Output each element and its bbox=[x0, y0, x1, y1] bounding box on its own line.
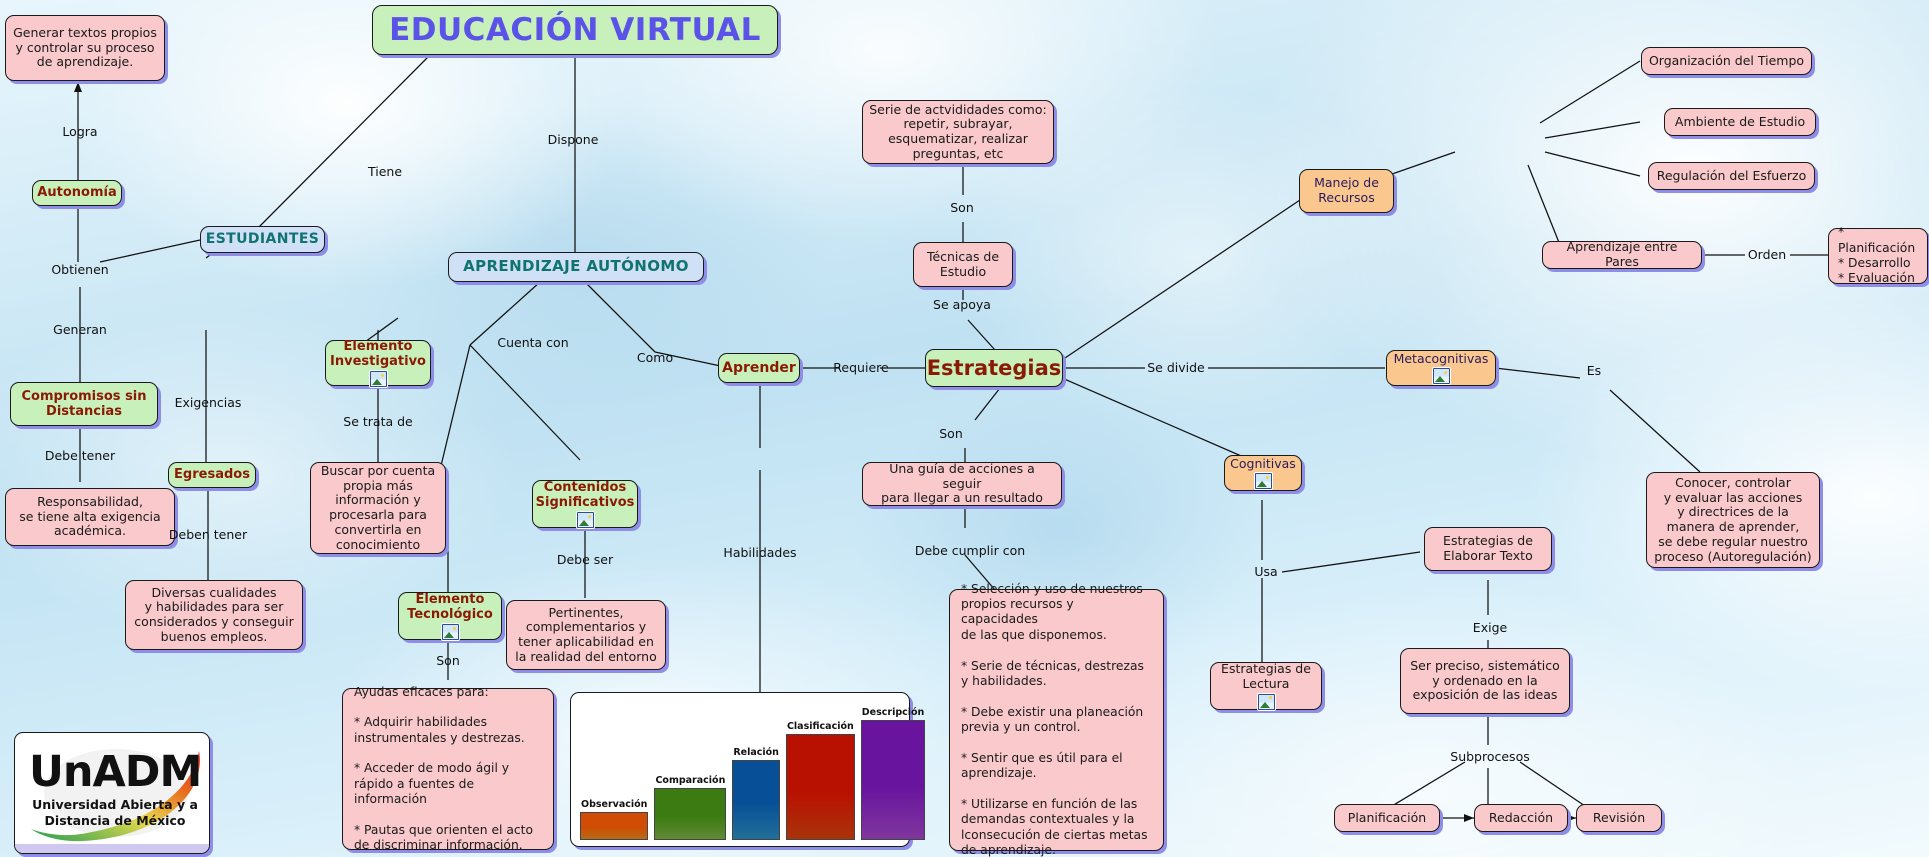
bar bbox=[860, 720, 926, 840]
node-elemento-investigativo[interactable]: Elemento Investigativo bbox=[325, 338, 431, 388]
bar bbox=[654, 788, 727, 840]
link-label-se-trata-de: Se trata de bbox=[343, 413, 413, 429]
bar-label: Clasificación bbox=[786, 721, 854, 733]
node-estrategias-lectura-label: Estrategias de Lectura bbox=[1221, 661, 1311, 691]
node-redaccion[interactable]: Redacción bbox=[1474, 804, 1568, 832]
link-label-tiene: Tiene bbox=[367, 163, 403, 179]
link-label-debe-tener: Debe tener bbox=[44, 447, 116, 463]
node-contenidos-significativos[interactable]: Contenidos Significativos bbox=[532, 479, 638, 529]
node-contenidos-significativos-label: Contenidos Significativos bbox=[535, 479, 635, 510]
bar bbox=[785, 734, 855, 840]
link-label-se-divide: Se divide bbox=[1147, 359, 1205, 375]
node-diversas-cualidades[interactable]: Diversas cualidades y habilidades para s… bbox=[125, 580, 303, 650]
link-label-subprocesos: Subprocesos bbox=[1450, 748, 1530, 764]
link-label-es: Es bbox=[1586, 362, 1602, 378]
node-serie-actividades[interactable]: Serie de actvididades como: repetir, sub… bbox=[862, 100, 1054, 164]
node-metacognitivas[interactable]: Metacognitivas bbox=[1386, 350, 1496, 386]
node-autonomia[interactable]: Autonomía bbox=[32, 180, 122, 206]
link-label-generan: Generan bbox=[53, 321, 107, 337]
node-estrategias-lectura[interactable]: Estrategias de Lectura bbox=[1210, 661, 1322, 710]
link-label-como: Como bbox=[636, 349, 674, 365]
node-aprendizaje-autonomo[interactable]: APRENDIZAJE AUTÓNOMO bbox=[448, 252, 704, 282]
node-manejo-recursos[interactable]: Manejo de Recursos bbox=[1299, 169, 1394, 213]
logo-accent-bar bbox=[15, 844, 209, 853]
node-tecnicas-estudio[interactable]: Técnicas de Estudio bbox=[913, 242, 1013, 287]
link-label-deben-tener: Deben tener bbox=[168, 526, 248, 542]
link-label-orden: Orden bbox=[1747, 246, 1787, 262]
node-egresados[interactable]: Egresados bbox=[168, 462, 256, 488]
picture-icon bbox=[369, 371, 387, 388]
link-label-debe-cumplir-con: Debe cumplir con bbox=[914, 542, 1026, 558]
node-planificacion-lista[interactable]: * Planificación * Desarrollo * Evaluació… bbox=[1828, 225, 1928, 285]
bar-column: Descripción bbox=[860, 701, 926, 840]
bar-column: Observación bbox=[580, 701, 649, 840]
bar bbox=[732, 760, 780, 840]
node-debe-cumplir-list[interactable]: * Selección y uso de nuestros propios re… bbox=[949, 582, 1164, 857]
link-label-exigencias: Exigencias bbox=[174, 394, 242, 410]
link-label-son-estrategias: Son bbox=[939, 425, 963, 441]
node-generar-textos[interactable]: Generar textos propios y controlar su pr… bbox=[5, 15, 165, 81]
node-responsabilidad[interactable]: Responsabilidad, se tiene alta exigencia… bbox=[5, 488, 175, 546]
link-label-son-actividades: Son bbox=[950, 199, 974, 215]
bar-column: Comparación bbox=[654, 701, 727, 840]
node-metacognitivas-label: Metacognitivas bbox=[1393, 350, 1489, 366]
bar-label: Observación bbox=[581, 799, 648, 811]
node-buscar-por-cuenta[interactable]: Buscar por cuenta propia más información… bbox=[310, 462, 446, 554]
node-planificacion[interactable]: Planificación bbox=[1334, 804, 1440, 832]
node-title-educacion-virtual[interactable]: EDUCACIÓN VIRTUAL bbox=[372, 5, 778, 55]
node-aprender[interactable]: Aprender bbox=[718, 353, 800, 383]
node-cognitivas[interactable]: Cognitivas bbox=[1224, 455, 1302, 491]
link-label-obtienen: Obtienen bbox=[51, 261, 109, 277]
node-pertinentes[interactable]: Pertinentes, complementarios y tener apl… bbox=[506, 600, 666, 670]
node-ser-preciso[interactable]: Ser preciso, sistemático y ordenado en l… bbox=[1400, 648, 1570, 714]
node-estrategias[interactable]: Estrategias bbox=[925, 349, 1063, 387]
node-compromisos-sin-distancias[interactable]: Compromisos sin Distancias bbox=[10, 382, 158, 426]
link-label-se-apoya: Se apoya bbox=[933, 296, 991, 312]
logo-wordmark: UnADM bbox=[29, 747, 202, 797]
node-revision[interactable]: Revisión bbox=[1576, 804, 1662, 832]
picture-icon bbox=[576, 512, 594, 529]
node-ayudas-eficaces[interactable]: Ayudas eficaces para: * Adquirir habilid… bbox=[342, 685, 554, 852]
bar-label: Comparación bbox=[655, 775, 726, 787]
node-aprendizaje-pares[interactable]: Aprendizaje entre Pares bbox=[1542, 239, 1702, 269]
node-regulacion-esfuerzo[interactable]: Regulación del Esfuerzo bbox=[1648, 162, 1815, 190]
node-conocer-controlar[interactable]: Conocer, controlar y evaluar las accione… bbox=[1646, 472, 1820, 568]
link-label-dispone: Dispone bbox=[547, 131, 599, 147]
picture-icon bbox=[441, 624, 459, 641]
bar-column: Clasificación bbox=[785, 701, 855, 840]
link-label-cuenta-con: Cuenta con bbox=[497, 334, 569, 350]
link-label-son-tecnologico: Son bbox=[436, 652, 460, 668]
picture-icon bbox=[1254, 473, 1272, 490]
bar bbox=[580, 812, 649, 840]
link-label-habilidades: Habilidades bbox=[723, 544, 797, 560]
bar-label: Descripción bbox=[861, 707, 925, 718]
node-cognitivas-label: Cognitivas bbox=[1230, 455, 1296, 471]
link-label-logra: Logra bbox=[62, 123, 98, 139]
unadm-logo: UnADM Universidad Abierta y a Distancia … bbox=[14, 732, 210, 854]
node-elemento-investigativo-label: Elemento Investigativo bbox=[330, 338, 426, 369]
bar-label: Relación bbox=[733, 747, 779, 759]
chart-plot-area: Observación Comparación Relación Clasificac… bbox=[580, 701, 926, 840]
node-estrategias-elaborar-texto[interactable]: Estrategias de Elaborar Texto bbox=[1424, 527, 1552, 571]
link-label-debe-ser: Debe ser bbox=[556, 551, 614, 567]
link-label-requiere: Requiere bbox=[833, 359, 889, 375]
node-una-guia[interactable]: Una guía de acciones a seguir para llega… bbox=[862, 461, 1062, 506]
link-label-exige: Exige bbox=[1472, 619, 1508, 635]
habilidades-bar-chart[interactable]: Observación Comparación Relación Clasificac… bbox=[570, 692, 926, 847]
bar-column: Relación bbox=[732, 701, 780, 840]
link-label-usa: Usa bbox=[1254, 563, 1278, 579]
picture-icon bbox=[1257, 693, 1275, 710]
node-estudiantes[interactable]: ESTUDIANTES bbox=[200, 226, 325, 253]
node-elemento-tecnologico-label: Elemento Tecnológico bbox=[407, 591, 493, 622]
picture-icon bbox=[1432, 368, 1450, 385]
node-elemento-tecnologico[interactable]: Elemento Tecnológico bbox=[398, 591, 502, 641]
node-organizacion-tiempo[interactable]: Organización del Tiempo bbox=[1641, 47, 1812, 75]
node-ambiente-estudio[interactable]: Ambiente de Estudio bbox=[1664, 108, 1816, 136]
logo-subtitle: Universidad Abierta y a Distancia de Méx… bbox=[32, 797, 198, 829]
